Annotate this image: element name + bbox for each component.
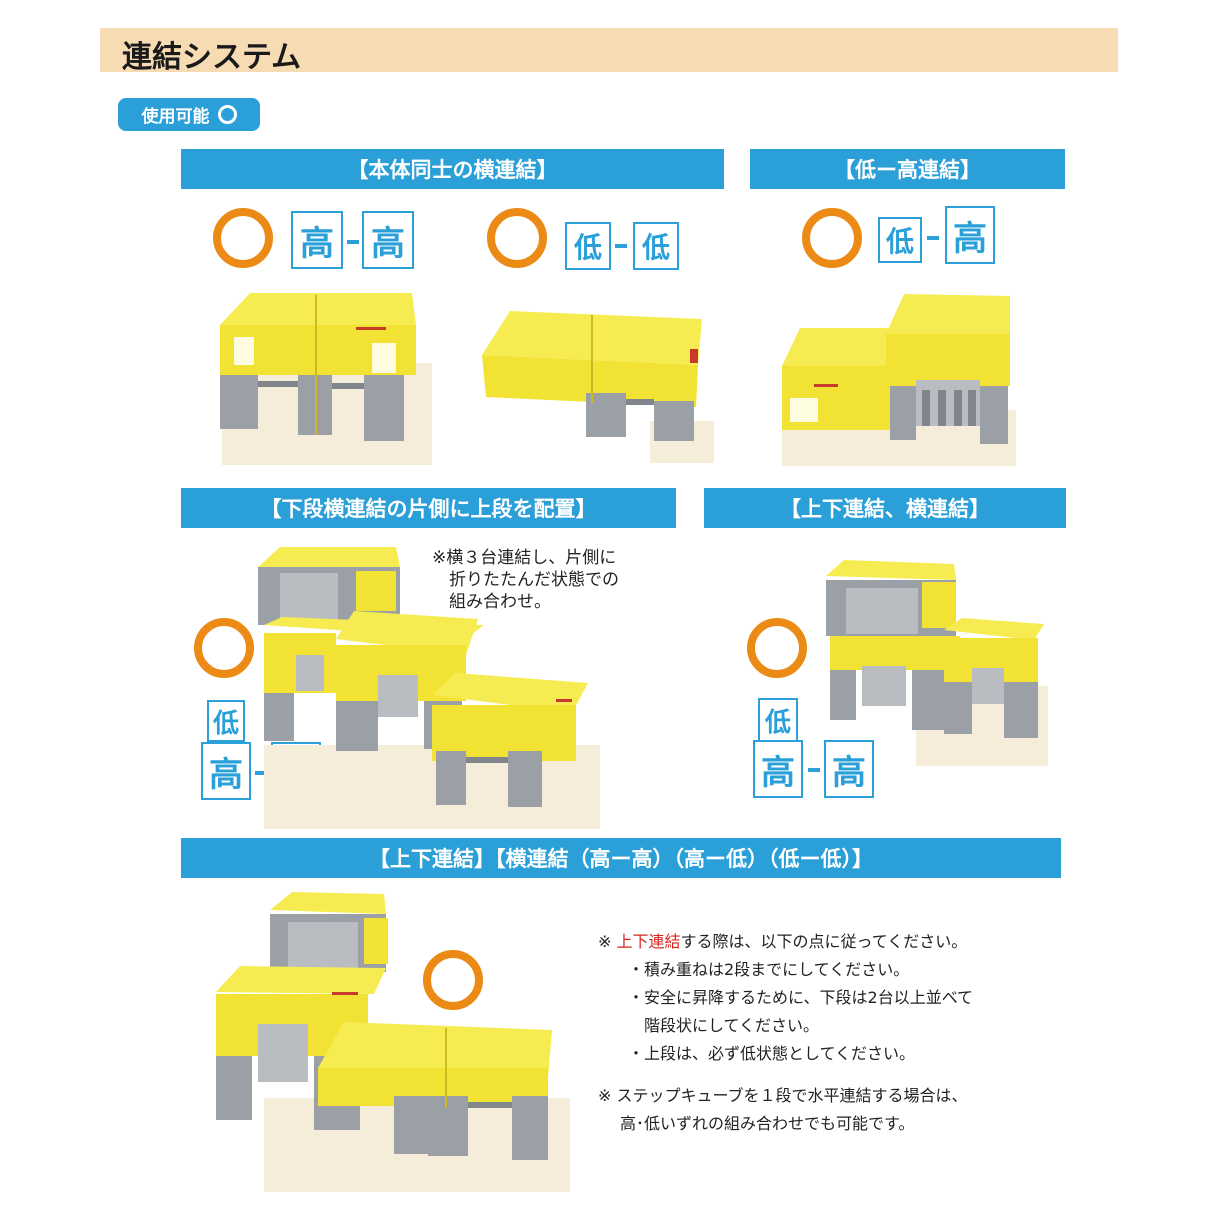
note-2: ※ ステップキューブを１段で水平連結する場合は、 xyxy=(598,1086,968,1105)
note-bullet-cont: 階段状にしてください。 xyxy=(644,1016,820,1035)
section-side-by-side: 【本体同士の横連結】 xyxy=(181,149,724,189)
label-high: 高 xyxy=(824,740,874,798)
usable-badge: 使用可能 xyxy=(118,98,260,131)
note-2-cont: 高･低いずれの組み合わせでも可能です。 xyxy=(620,1114,915,1133)
note-1-emphasis: 上下連結 xyxy=(616,932,681,951)
photo-high-high xyxy=(220,293,432,465)
note-bullet: ・積み重ねは2段までにしてください。 xyxy=(628,960,910,979)
section-lower-row: 【下段横連結の片側に上段を配置】 xyxy=(181,488,676,528)
ok-circle-icon xyxy=(747,618,807,678)
label-low: 低 xyxy=(758,698,798,742)
ok-circle-icon xyxy=(213,208,273,268)
usable-badge-label: 使用可能 xyxy=(141,107,210,127)
ok-circle-icon xyxy=(194,618,254,678)
note-line: 折りたたんだ状態での xyxy=(449,570,619,590)
section-combined: 【上下連結】【横連結（高ー高）（高ー低）（低ー低）】 xyxy=(181,838,1061,878)
ok-circle-icon xyxy=(217,105,237,124)
label-high: 高 xyxy=(291,211,343,269)
title-bar: 連結システム xyxy=(100,28,1118,75)
label-low: 低 xyxy=(633,222,679,270)
dash xyxy=(347,240,359,244)
ok-circle-icon xyxy=(802,208,862,268)
note-1-text: する際は、以下の点に従ってください。 xyxy=(680,932,968,951)
dash xyxy=(927,236,939,240)
note-1: ※ 上下連結する際は、以下の点に従ってください。 xyxy=(598,928,973,956)
dash xyxy=(808,768,820,772)
label-high: 高 xyxy=(753,740,803,798)
photo-lower-row xyxy=(258,547,600,829)
notes-block: ※ 上下連結する際は、以下の点に従ってください。 ・積み重ねは2段までにしてくだ… xyxy=(598,928,973,1138)
photo-vert-horiz xyxy=(826,560,1048,766)
label-low: 低 xyxy=(878,217,922,263)
note-1-prefix: ※ xyxy=(598,932,617,951)
ok-circle-icon xyxy=(423,950,483,1010)
label-high: 高 xyxy=(362,211,414,269)
note-bullet: ・安全に昇降するために、下段は2台以上並べて xyxy=(628,988,974,1007)
photo-low-high xyxy=(782,294,1016,466)
note-three: ※横３台連結し、片側に 折りたたんだ状態での 組み合わせ。 xyxy=(432,547,619,613)
dash xyxy=(615,244,627,248)
section-low-high: 【低ー高連結】 xyxy=(750,149,1065,189)
photo-low-low xyxy=(482,311,714,463)
note-line: 組み合わせ。 xyxy=(449,592,551,612)
ok-circle-icon xyxy=(487,208,547,268)
note-bullet: ・上段は、必ず低状態としてください。 xyxy=(628,1044,916,1063)
dash xyxy=(255,771,267,775)
label-high: 高 xyxy=(201,742,251,800)
label-high: 高 xyxy=(945,206,995,264)
label-low: 低 xyxy=(207,700,245,742)
page-title: 連結システム xyxy=(122,40,302,75)
photo-combined xyxy=(216,892,570,1192)
section-vert-horiz: 【上下連結、横連結】 xyxy=(704,488,1066,528)
note-line: ※横３台連結し、片側に xyxy=(432,548,617,568)
label-low: 低 xyxy=(565,222,611,270)
